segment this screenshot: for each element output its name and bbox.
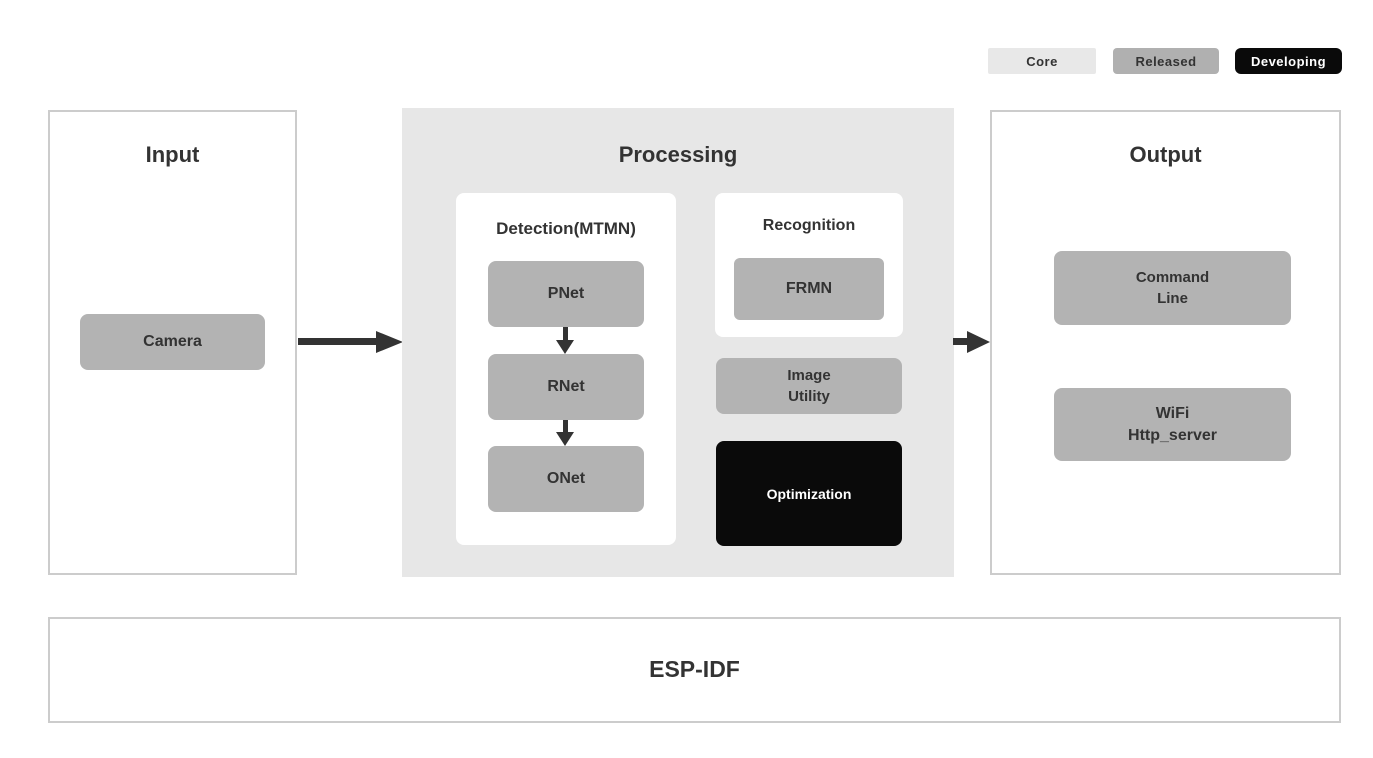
esp-idf-panel [48, 617, 1341, 723]
frmn-node: FRMN [734, 258, 884, 320]
recognition-group-title: Recognition [762, 217, 856, 234]
command-line-node: Command Line [1054, 251, 1291, 325]
output-panel [990, 110, 1341, 575]
image-utility-node: Image Utility [716, 358, 902, 414]
legend-chip-developing: Developing [1235, 48, 1342, 74]
output-panel-title: Output [1129, 142, 1202, 167]
rnet-node: RNet [488, 354, 644, 420]
arrow-down-stem [563, 420, 568, 433]
detection-group-title: Detection(MTMN) [496, 219, 636, 238]
processing-panel-title: Processing [618, 142, 738, 167]
arrow-right-stem [953, 338, 967, 345]
esp-idf-title: ESP-IDF [649, 656, 740, 682]
legend-chip-released: Released [1113, 48, 1219, 74]
arrow-right-head [967, 331, 990, 353]
legend-chip-core: Core [988, 48, 1096, 74]
pnet-node: PNet [488, 261, 644, 327]
camera-node: Camera [80, 314, 265, 370]
arrow-down-head [556, 432, 574, 446]
onet-node: ONet [488, 446, 644, 512]
arrow-down-stem [563, 327, 568, 341]
optimization-node: Optimization [716, 441, 902, 546]
input-panel-title: Input [145, 142, 200, 167]
arrow-right-head [376, 331, 403, 353]
wifi-http-server-node: WiFi Http_server [1054, 388, 1291, 461]
arrow-right-stem [298, 338, 376, 345]
arrow-down-head [556, 340, 574, 354]
